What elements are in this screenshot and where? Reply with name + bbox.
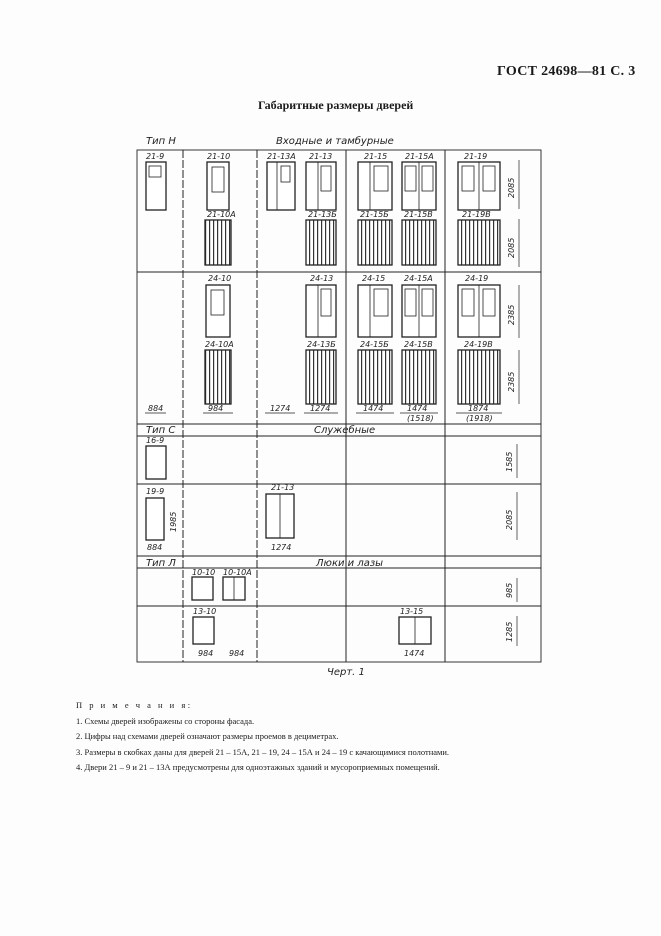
height-dimension: 985 xyxy=(505,583,514,598)
section-type-label: Тип С xyxy=(146,425,175,436)
section-title: Входные и тамбурные xyxy=(276,135,394,147)
door-code: 13-15 xyxy=(400,607,423,616)
door-code: 10-10А xyxy=(223,568,252,577)
width-dimension: 1474 xyxy=(407,404,427,413)
door-code: 21-9 xyxy=(146,152,164,161)
width-dimension: 1274 xyxy=(310,404,330,413)
door-code: 24-19 xyxy=(465,274,488,283)
height-dimension: 2385 xyxy=(507,305,516,325)
door-code: 21-15Б xyxy=(360,210,389,219)
door-code: 21-13А xyxy=(267,152,296,161)
door-code: 10-10 xyxy=(192,568,215,577)
section-title: Служебные xyxy=(314,424,375,436)
door-code: 21-15 xyxy=(364,152,387,161)
door-code: 21-13 xyxy=(271,483,294,492)
door-code: 13-10 xyxy=(193,607,216,616)
width-dimension: 1274 xyxy=(271,543,291,552)
page-header: ГОСТ 24698—81 С. 3 xyxy=(497,64,636,79)
note-item: 2. Цифры над схемами дверей означают раз… xyxy=(76,731,339,741)
door-code: 21-10А xyxy=(207,210,236,219)
section-type-label: Тип Л xyxy=(146,558,176,569)
door-code: 24-10А xyxy=(205,340,234,349)
width-dimension: 884 xyxy=(147,543,162,552)
door-code: 21-13 xyxy=(309,152,332,161)
section-type-label: Тип Н xyxy=(146,136,176,147)
width-dimension: 884 xyxy=(148,404,163,413)
note-item: 4. Двери 21 – 9 и 21 – 13А предусмотрены… xyxy=(76,762,440,772)
width-dimension: 984 xyxy=(198,649,213,658)
door-code: 16-9 xyxy=(146,436,164,445)
door-code: 24-13 xyxy=(310,274,333,283)
width-dimension: 1274 xyxy=(270,404,290,413)
door-dimensions-drawing: Тип Н Входные и тамбурные Тип С Служебны… xyxy=(136,135,542,678)
width-dimension: (1518) xyxy=(407,414,434,423)
height-dimension: 2085 xyxy=(505,510,514,530)
door-code: 24-15А xyxy=(404,274,433,283)
door-code: 21-15В xyxy=(404,210,433,219)
width-dimension: (1918) xyxy=(466,414,493,423)
page-title: Габаритные размеры дверей xyxy=(258,98,414,112)
height-dimension: 1985 xyxy=(169,512,178,532)
height-dimension: 2385 xyxy=(507,372,516,392)
door-code: 24-15В xyxy=(404,340,433,349)
note-item: 3. Размеры в скобках даны для дверей 21 … xyxy=(76,746,450,757)
height-dimension: 1285 xyxy=(505,622,514,642)
door-code: 21-19 xyxy=(464,152,487,161)
width-dimension: 984 xyxy=(208,404,223,413)
note-item: 1. Схемы дверей изображены со стороны фа… xyxy=(76,715,255,726)
door-code: 24-15Б xyxy=(360,340,389,349)
door-code: 24-13Б xyxy=(307,340,336,349)
section-title: Люки и лазы xyxy=(315,558,383,569)
door-code: 19-9 xyxy=(146,487,164,496)
width-dimension: 1474 xyxy=(363,404,383,413)
door-code: 24-10 xyxy=(208,274,231,283)
door-code: 21-10 xyxy=(207,152,230,161)
door-code: 21-13Б xyxy=(308,210,337,219)
height-dimension: 2085 xyxy=(507,238,516,258)
door-code: 21-15А xyxy=(405,152,434,161)
width-dimension: 984 xyxy=(229,649,244,658)
door-code: 24-15 xyxy=(362,274,385,283)
height-dimension: 2085 xyxy=(507,178,516,198)
notes: П р и м е ч а н и я: 1. Схемы дверей изо… xyxy=(76,698,449,776)
notes-heading: П р и м е ч а н и я: xyxy=(76,700,193,710)
figure-caption: Черт. 1 xyxy=(327,667,365,678)
height-dimension: 1585 xyxy=(505,452,514,472)
door-code: 21-19В xyxy=(462,210,491,219)
width-dimension: 1474 xyxy=(404,649,424,658)
door-code: 24-19В xyxy=(464,340,493,349)
width-dimension: 1874 xyxy=(468,404,488,413)
